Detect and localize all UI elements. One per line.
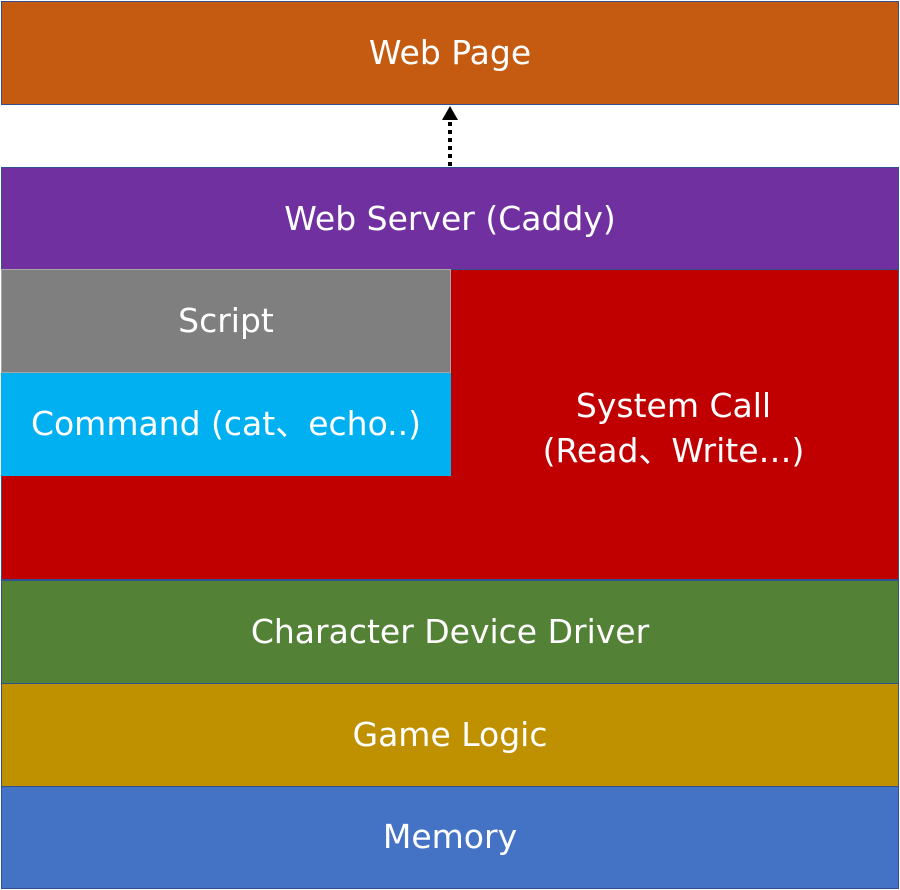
- memory-layer: Memory: [1, 786, 899, 889]
- game-logic-layer: Game Logic: [1, 683, 899, 787]
- system-call-label: System Call (Read、Write…): [542, 386, 805, 470]
- web-server-layer: Web Server (Caddy): [1, 167, 899, 271]
- command-layer: Command (cat、echo..): [1, 373, 451, 476]
- script-layer: Script: [1, 269, 451, 373]
- web-page-layer: Web Page: [1, 1, 899, 105]
- character-device-driver-layer: Character Device Driver: [1, 580, 899, 684]
- up-arrow-icon: [442, 106, 458, 166]
